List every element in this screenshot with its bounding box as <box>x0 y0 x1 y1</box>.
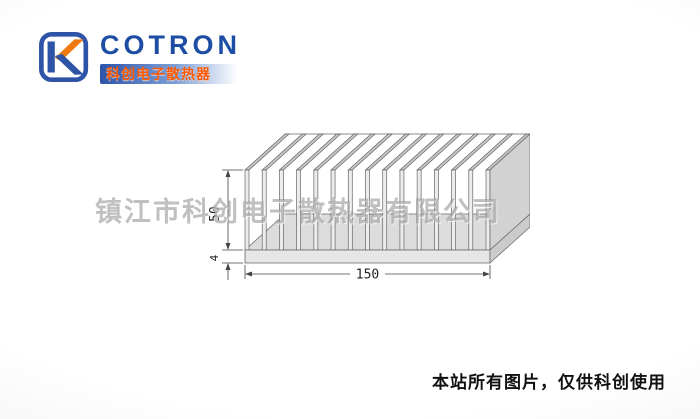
logo-subtitle-band: 科创电子散热器 <box>100 64 238 84</box>
fin-front-face <box>279 169 284 251</box>
fin-right-face <box>489 133 530 251</box>
logo-subtitle-text: 科创电子散热器 <box>106 66 211 82</box>
fin-front-face <box>347 169 353 251</box>
fin-front-face <box>313 169 319 251</box>
fin-front-face <box>296 169 301 251</box>
logo-brand-text: COTRON <box>100 30 241 60</box>
fin-front-face <box>451 169 456 251</box>
fin-front-face <box>468 169 474 251</box>
dim-label-base: 4 <box>208 254 221 261</box>
dim-label-height: 50 <box>208 206 223 222</box>
base-front-face <box>244 249 491 264</box>
fin-front-face <box>330 169 336 251</box>
base-right-face <box>489 213 530 264</box>
fin-front-face <box>416 169 422 251</box>
fin-front-face <box>485 169 491 251</box>
heatsink-body <box>244 133 530 264</box>
dimension-lines <box>222 169 491 280</box>
fin-front-face <box>434 169 439 251</box>
fin-front-face <box>382 169 388 251</box>
logo: COTRON 科创电子散热器 <box>30 26 241 88</box>
cotron-k-icon <box>39 31 89 83</box>
footer-notice: 本站所有图片，仅供科创使用 <box>432 373 666 392</box>
fin-front-face <box>244 169 250 251</box>
dim-label-width: 150 <box>356 268 379 283</box>
fin-front-face <box>261 169 267 251</box>
fin-front-face <box>399 169 405 251</box>
fin-front-face <box>365 169 370 251</box>
logo-texts: COTRON 科创电子散热器 <box>100 26 241 84</box>
heatsink-drawing: 50 4 150 <box>208 133 530 283</box>
